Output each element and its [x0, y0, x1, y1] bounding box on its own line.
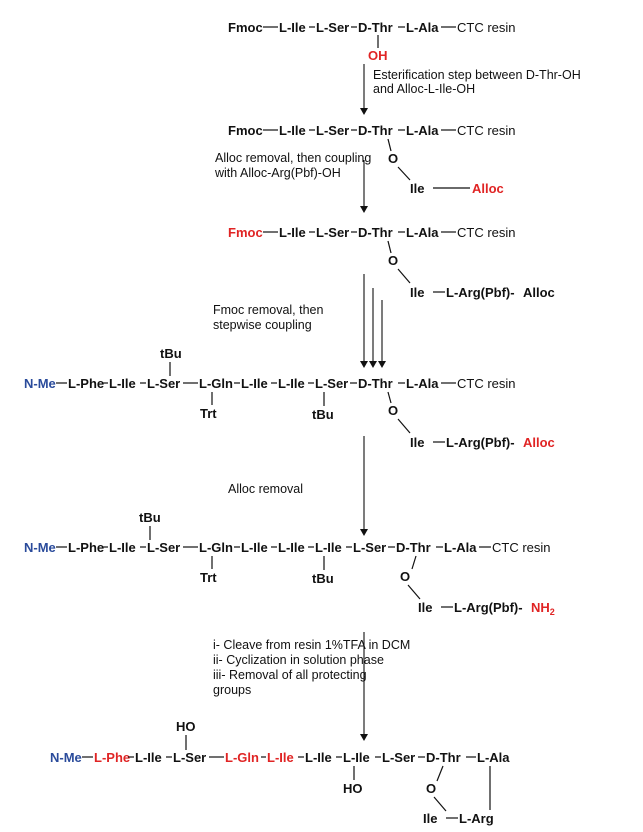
step-2-line-1: Alloc removal, then coupling	[215, 151, 371, 165]
svg-text:Fmoc: Fmoc	[228, 225, 263, 240]
svg-text:L-Arg(Pbf)-: L-Arg(Pbf)-	[446, 285, 515, 300]
svg-text:O: O	[426, 781, 436, 796]
svg-text:Alloc: Alloc	[523, 285, 555, 300]
svg-text:Fmoc: Fmoc	[228, 123, 263, 138]
step-5-line-1: i- Cleave from resin 1%TFA in DCM	[213, 638, 410, 652]
svg-text:L-Ile: L-Ile	[315, 540, 342, 555]
svg-text:D-Thr: D-Thr	[358, 376, 393, 391]
svg-text:L-Ile: L-Ile	[241, 376, 268, 391]
svg-text:L-Gln: L-Gln	[225, 750, 259, 765]
svg-text:L-Ala: L-Ala	[477, 750, 510, 765]
svg-text:L-Arg(Pbf)-: L-Arg(Pbf)-	[446, 435, 515, 450]
amine-label: NH2	[531, 600, 555, 617]
svg-text:Trt: Trt	[200, 406, 217, 421]
structure-4: tBu N-Me L-Phe L-Ile L-Ser L-Gln Trt L-I…	[24, 346, 555, 450]
svg-text:O: O	[400, 569, 410, 584]
structure-6: HO N-Me L-Phe L-Ile L-Ser L-Gln L-Ile L-…	[50, 719, 510, 826]
alloc-label: Alloc	[472, 181, 504, 196]
step-3-line-2: stepwise coupling	[213, 318, 312, 332]
svg-text:CTC resin: CTC resin	[457, 225, 516, 240]
resin-label: CTC resin	[457, 20, 516, 35]
svg-text:L-Ser: L-Ser	[316, 225, 349, 240]
step-1-line-1: Esterification step between D-Thr-OH	[373, 68, 581, 82]
svg-text:D-Thr: D-Thr	[358, 123, 393, 138]
svg-text:L-Ile: L-Ile	[278, 540, 305, 555]
svg-text:tBu: tBu	[139, 510, 161, 525]
svg-text:L-Ile: L-Ile	[109, 540, 136, 555]
structure-2: Fmoc L-Ile L-Ser D-Thr L-Ala CTC resin O…	[228, 123, 516, 196]
n-methyl-label: N-Me	[24, 376, 56, 391]
step-5-line-4: groups	[213, 683, 251, 697]
hydroxyl-label: OH	[368, 48, 388, 63]
svg-text:Ile: Ile	[410, 435, 424, 450]
svg-text:L-Phe: L-Phe	[94, 750, 130, 765]
ala-label: L-Ala	[406, 20, 439, 35]
svg-text:D-Thr: D-Thr	[396, 540, 431, 555]
dthr-label: D-Thr	[358, 20, 393, 35]
svg-text:N-Me: N-Me	[50, 750, 82, 765]
fmoc-label: Fmoc	[228, 20, 263, 35]
structure-1: Fmoc L-Ile L-Ser D-Thr L-Ala CTC resin O…	[228, 20, 516, 63]
svg-text:L-Ser: L-Ser	[382, 750, 415, 765]
svg-text:Alloc: Alloc	[523, 435, 555, 450]
step-5-line-3: iii- Removal of all protecting	[213, 668, 367, 682]
svg-text:Trt: Trt	[200, 570, 217, 585]
svg-text:L-Ser: L-Ser	[173, 750, 206, 765]
ser-label: L-Ser	[316, 20, 349, 35]
svg-text:N-Me: N-Me	[24, 540, 56, 555]
svg-text:L-Gln: L-Gln	[199, 540, 233, 555]
svg-text:D-Thr: D-Thr	[358, 225, 393, 240]
svg-text:L-Ser: L-Ser	[315, 376, 348, 391]
svg-text:tBu: tBu	[312, 571, 334, 586]
ester-oxygen: O	[388, 151, 398, 166]
svg-text:L-Ala: L-Ala	[406, 123, 439, 138]
svg-text:Ile: Ile	[418, 600, 432, 615]
svg-text:L-Ser: L-Ser	[316, 123, 349, 138]
svg-text:L-Ala: L-Ala	[444, 540, 477, 555]
svg-text:L-Phe: L-Phe	[68, 540, 104, 555]
svg-text:L-Ile: L-Ile	[135, 750, 162, 765]
step-1-line-2: and Alloc-L-Ile-OH	[373, 82, 475, 96]
svg-text:L-Ile: L-Ile	[279, 123, 306, 138]
svg-text:CTC resin: CTC resin	[492, 540, 551, 555]
svg-text:O: O	[388, 403, 398, 418]
svg-text:L-Ser: L-Ser	[147, 376, 180, 391]
structure-5: tBu N-Me L-Phe L-Ile L-Ser L-Gln Trt L-I…	[24, 510, 555, 617]
svg-text:L-Ile: L-Ile	[109, 376, 136, 391]
svg-text:Ile: Ile	[423, 811, 437, 826]
svg-text:L-Phe: L-Phe	[68, 376, 104, 391]
svg-text:tBu: tBu	[312, 407, 334, 422]
svg-text:CTC resin: CTC resin	[457, 123, 516, 138]
step-4: Alloc removal	[228, 482, 303, 496]
svg-text:L-Ser: L-Ser	[147, 540, 180, 555]
svg-text:L-Gln: L-Gln	[199, 376, 233, 391]
ile-label: L-Ile	[279, 20, 306, 35]
structure-3: Fmoc L-Ile L-Ser D-Thr L-Ala CTC resin O…	[228, 225, 555, 300]
svg-text:tBu: tBu	[160, 346, 182, 361]
svg-text:L-Ile: L-Ile	[305, 750, 332, 765]
ile-branch: Ile	[410, 181, 424, 196]
step-3-line-1: Fmoc removal, then	[213, 303, 324, 317]
svg-text:HO: HO	[176, 719, 196, 734]
step-5-line-2: ii- Cyclization in solution phase	[213, 653, 384, 667]
svg-text:L-Ala: L-Ala	[406, 225, 439, 240]
svg-text:L-Ile: L-Ile	[279, 225, 306, 240]
svg-text:Ile: Ile	[410, 285, 424, 300]
step-2-line-2: with Alloc-Arg(Pbf)-OH	[214, 166, 341, 180]
svg-text:CTC resin: CTC resin	[457, 376, 516, 391]
svg-text:L-Ile: L-Ile	[278, 376, 305, 391]
svg-text:O: O	[388, 253, 398, 268]
svg-text:L-Arg(Pbf)-: L-Arg(Pbf)-	[454, 600, 523, 615]
svg-text:HO: HO	[343, 781, 363, 796]
svg-text:L-Ala: L-Ala	[406, 376, 439, 391]
svg-text:L-Ser: L-Ser	[353, 540, 386, 555]
svg-text:L-Arg: L-Arg	[459, 811, 494, 826]
svg-text:L-Ile: L-Ile	[241, 540, 268, 555]
svg-text:L-Ile: L-Ile	[267, 750, 294, 765]
svg-text:L-Ile: L-Ile	[343, 750, 370, 765]
svg-text:D-Thr: D-Thr	[426, 750, 461, 765]
